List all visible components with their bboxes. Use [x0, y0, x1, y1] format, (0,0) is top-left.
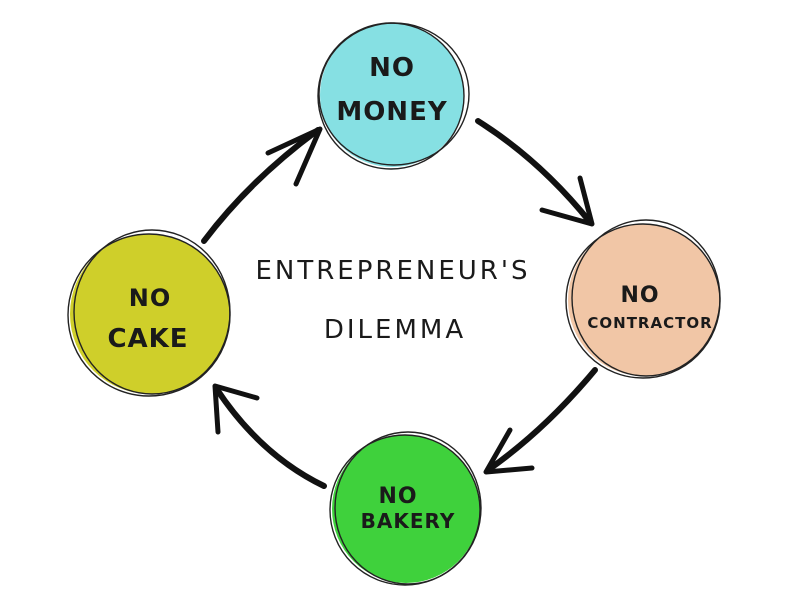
node-no-bakery-outline-2: [334, 431, 482, 585]
node-no-contractor-circle: [568, 224, 720, 376]
node-no-contractor-line1: NO: [620, 283, 659, 308]
node-no-cake: NO CAKE: [67, 229, 231, 397]
node-no-money-line1: NO: [369, 53, 415, 83]
arrow-bakery-to-cake: [212, 383, 327, 489]
node-no-money-line2: MONEY: [336, 97, 447, 127]
node-no-money-outline-2: [318, 22, 470, 166]
node-no-cake-line1: NO: [129, 284, 172, 312]
arrow-cake-to-money-head: [265, 126, 323, 187]
node-no-bakery-circle: [332, 435, 480, 583]
node-no-bakery: NO BAKERY: [329, 431, 482, 586]
node-no-money: NO MONEY: [317, 22, 470, 170]
center-title-line2: DILEMMA: [324, 315, 466, 345]
node-no-cake-outline-2: [73, 229, 231, 395]
arrow-contractor-to-bakery: [483, 367, 598, 475]
arrow-bakery-to-cake-head: [212, 383, 260, 435]
arrow-cake-to-money: [201, 126, 323, 244]
arrow-money-to-contractor: [475, 118, 595, 227]
node-no-contractor-outline-2: [571, 219, 721, 377]
node-no-bakery-line1: NO: [378, 484, 417, 509]
node-no-cake-circle: [70, 234, 230, 394]
node-no-contractor: NO CONTRACTOR: [565, 219, 721, 379]
arrow-money-to-contractor-head: [539, 175, 595, 227]
arrow-contractor-to-bakery-shaft: [485, 367, 598, 473]
node-no-cake-line2: CAKE: [107, 324, 188, 354]
arrow-cake-to-money-shaft: [201, 127, 321, 244]
node-no-contractor-line2: CONTRACTOR: [587, 314, 712, 332]
arrow-money-to-contractor-shaft: [475, 118, 593, 225]
center-title-line1: ENTREPRENEUR'S: [255, 256, 530, 286]
arrow-bakery-to-cake-shaft: [213, 385, 327, 489]
node-no-bakery-line2: BAKERY: [361, 509, 456, 533]
node-no-bakery-outline: [329, 434, 481, 586]
center-title: ENTREPRENEUR'S DILEMMA: [255, 256, 530, 345]
arrow-contractor-to-bakery-head: [483, 427, 535, 475]
node-no-money-circle: [320, 23, 464, 167]
